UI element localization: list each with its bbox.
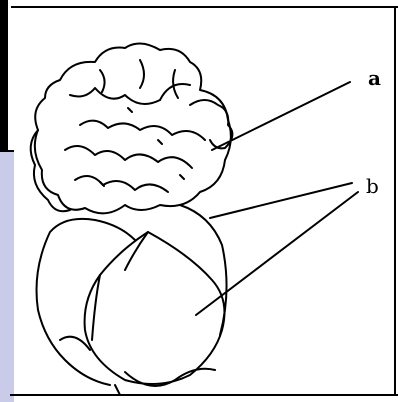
side-petal: [31, 130, 70, 211]
leader-line-b-lower: [196, 192, 358, 315]
label-a: a: [368, 68, 381, 88]
leader-line-a: [212, 82, 350, 150]
front-bract: [85, 232, 225, 384]
bract-vein: [60, 232, 148, 350]
back-bract: [37, 205, 227, 385]
floret-lines: [65, 60, 205, 192]
floret-centers: [100, 108, 184, 186]
right-florets: [190, 100, 232, 148]
label-b: b: [366, 176, 379, 196]
